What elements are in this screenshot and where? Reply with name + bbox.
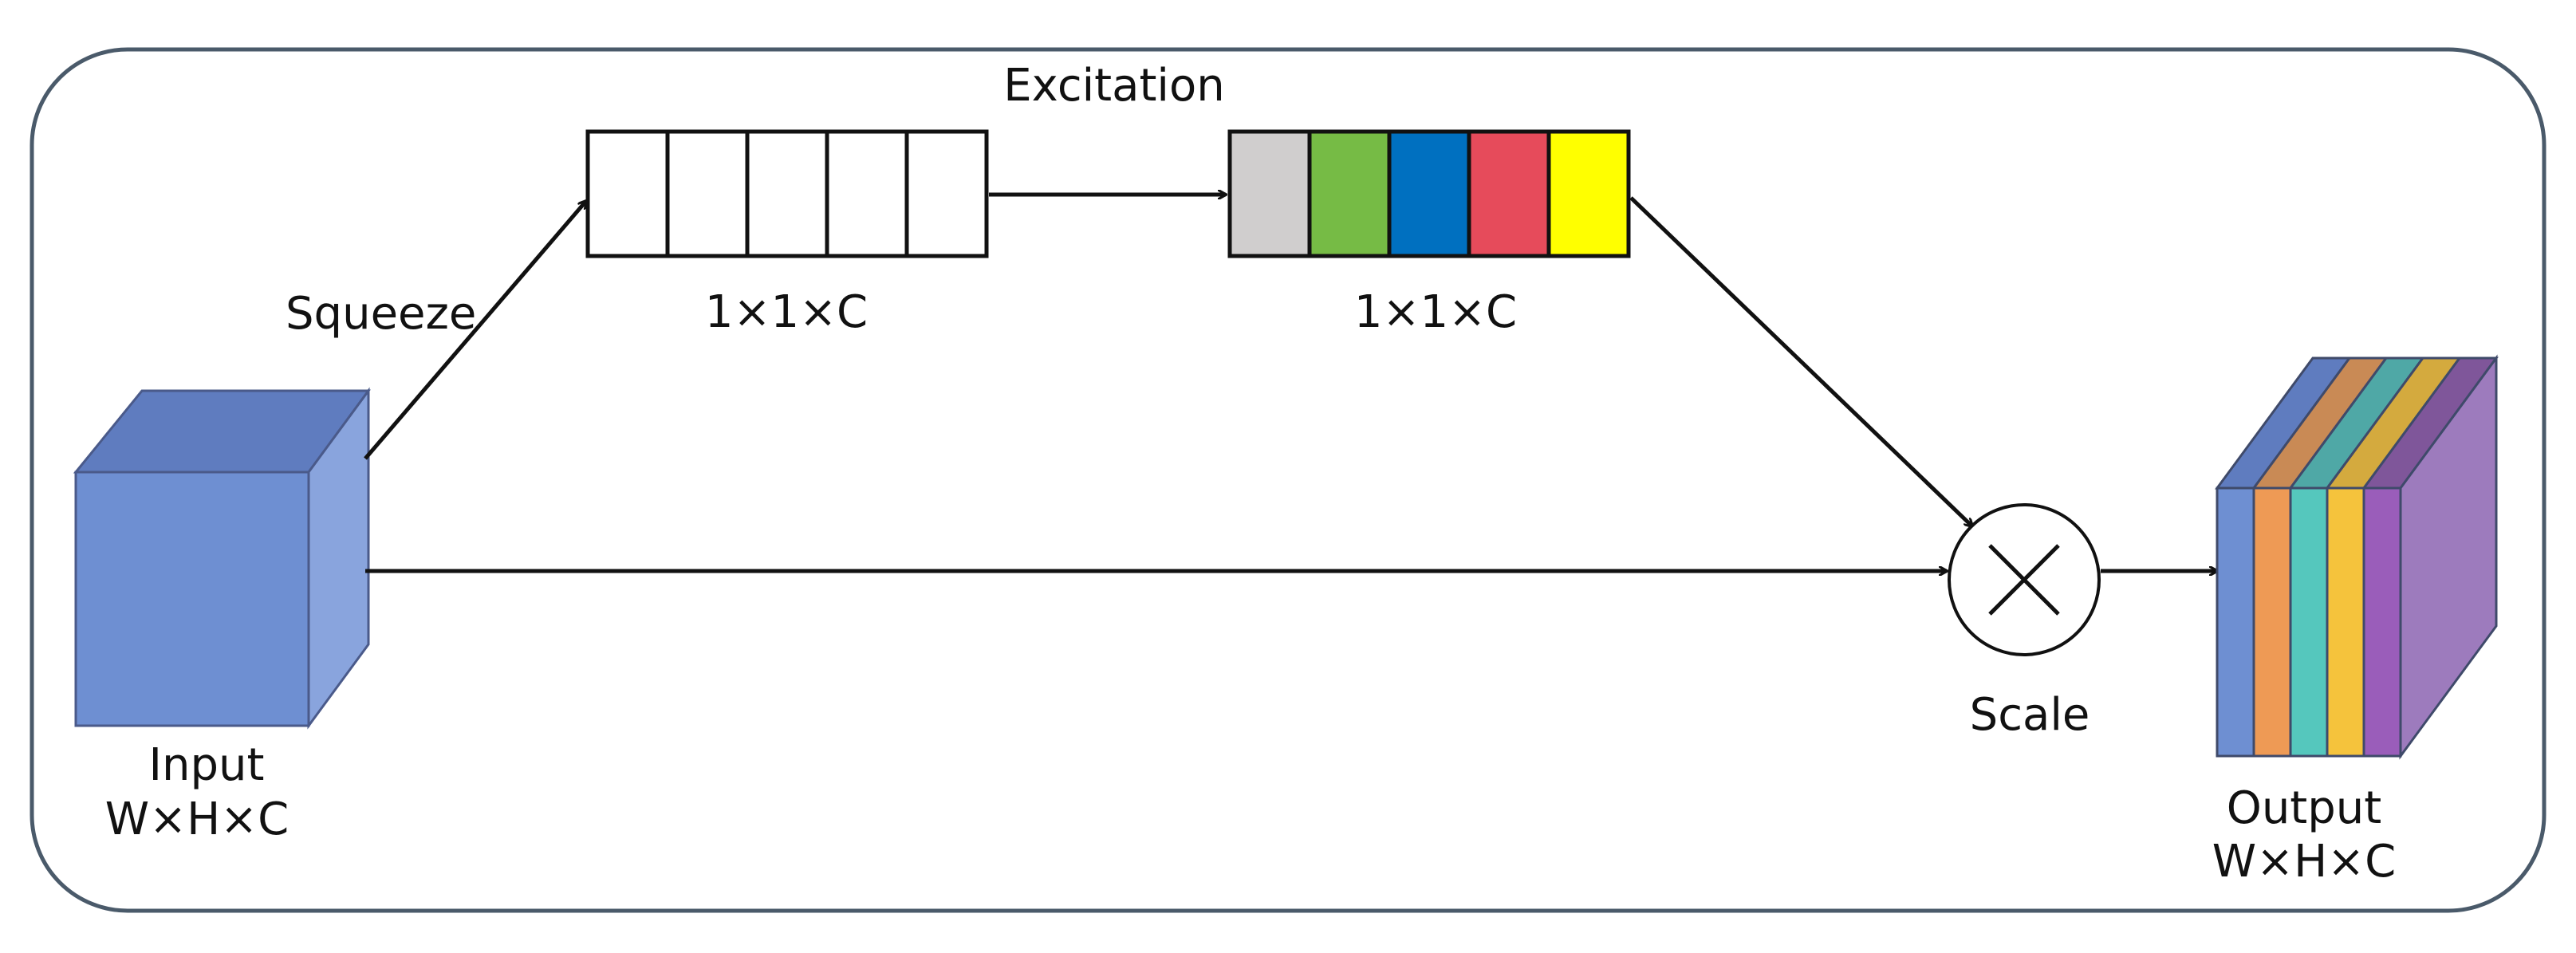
output-layer-2 xyxy=(2252,486,2292,758)
squeeze-cell-1 xyxy=(585,129,670,258)
output-dim-label: W×H×C xyxy=(2212,836,2397,888)
input-cube-front xyxy=(74,471,310,727)
excitation-cell-3 xyxy=(1387,129,1471,258)
squeeze-dim-label: 1×1×C xyxy=(704,286,869,338)
excitation-vector xyxy=(1227,129,1631,258)
squeeze-cell-3 xyxy=(745,129,829,258)
squeeze-cell-4 xyxy=(825,129,909,258)
squeeze-arrow xyxy=(364,201,586,460)
excitation-label: Excitation xyxy=(1003,60,1225,112)
excitation-dim-label: 1×1×C xyxy=(1353,286,1518,338)
output-layer-4 xyxy=(2326,486,2365,758)
output-layer-5 xyxy=(2362,486,2402,758)
output-layer-3 xyxy=(2289,486,2329,758)
output-cube xyxy=(2215,354,2499,760)
squeeze-label: Squeeze xyxy=(286,288,477,340)
excitation-cell-4 xyxy=(1467,129,1551,258)
excitation-cell-2 xyxy=(1307,129,1392,258)
output-cube-side xyxy=(2399,354,2498,760)
output-title: Output xyxy=(2226,782,2382,834)
scale-weights-arrow xyxy=(1629,196,1972,526)
excitation-cell-5 xyxy=(1546,129,1631,258)
squeeze-cell-5 xyxy=(904,129,989,258)
scale-operator-icon xyxy=(1948,503,2101,656)
input-dim-label: W×H×C xyxy=(104,794,290,845)
squeeze-cell-2 xyxy=(665,129,750,258)
output-layer-1 xyxy=(2216,486,2255,758)
input-cube xyxy=(73,387,371,730)
input-title: Input xyxy=(148,739,265,791)
scale-label: Scale xyxy=(1969,689,2090,741)
squeeze-vector xyxy=(585,129,989,258)
outer-frame xyxy=(30,47,2546,913)
excitation-cell-1 xyxy=(1227,129,1312,258)
